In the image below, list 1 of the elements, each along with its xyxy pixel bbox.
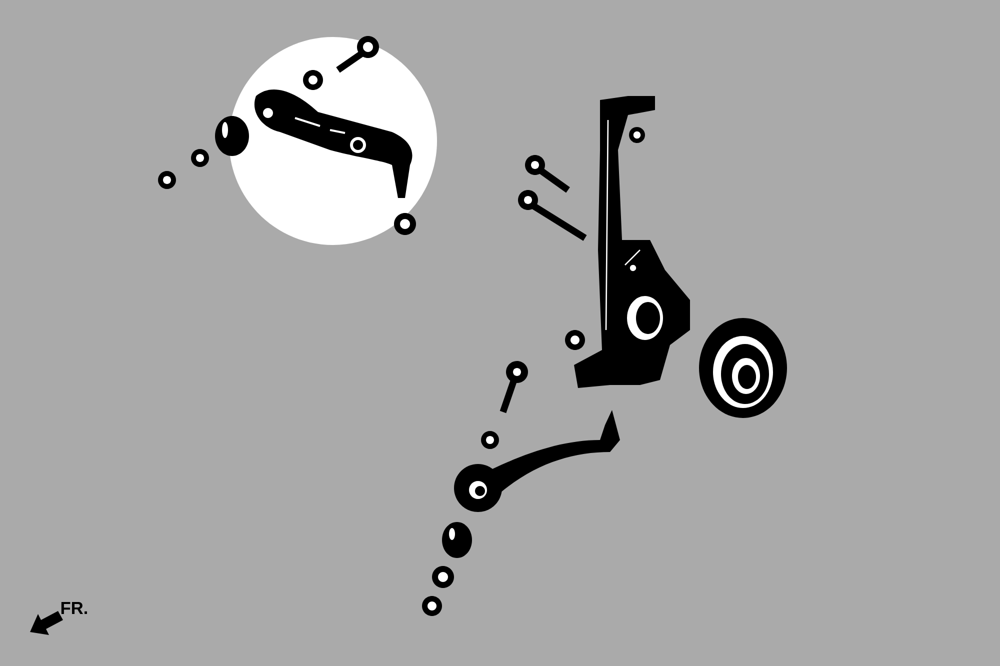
direction-label: FR. — [61, 602, 87, 614]
